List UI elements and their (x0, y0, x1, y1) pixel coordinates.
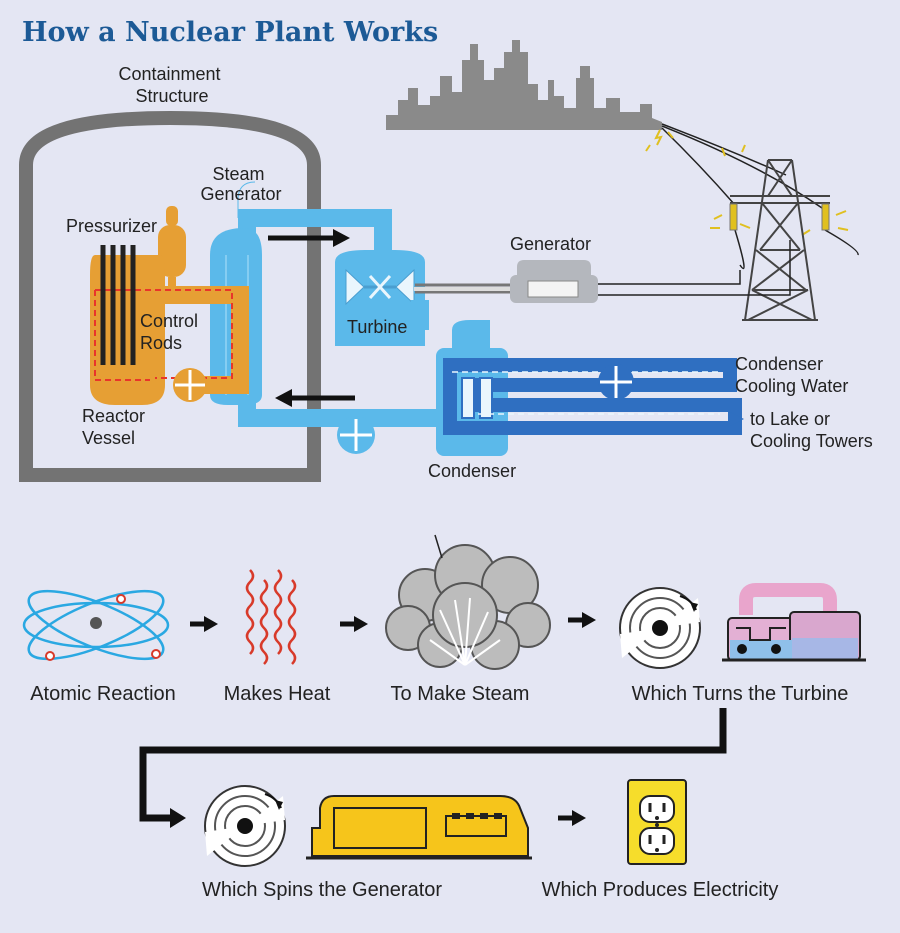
yellow-generator-icon (306, 795, 532, 860)
label-condenser-cooling-water: Condenser Cooling Water (735, 354, 848, 396)
step-label-turns-turbine: Which Turns the Turbine (632, 683, 849, 705)
spark-icons (645, 129, 849, 236)
atom-icon (22, 589, 170, 661)
control-rods-icon (100, 245, 136, 365)
steam-burst-lines (429, 597, 501, 666)
turbine (335, 250, 425, 346)
containment-structure (19, 110, 321, 482)
step-arrow-5-icon (558, 810, 586, 826)
turbine-machine-icon (722, 583, 866, 662)
electrical-generator (510, 260, 598, 303)
step-arrow-2-icon (340, 616, 368, 632)
heat-waves-icon (245, 569, 297, 665)
insulator-left (729, 203, 738, 231)
flow-arrow-left-icon (275, 389, 355, 407)
electrical-outlet-icon (627, 779, 687, 865)
condenser-pump-icon (337, 416, 375, 454)
steam-wisp (434, 534, 443, 559)
step-label-atomic-reaction: Atomic Reaction (30, 683, 176, 705)
label-containment-structure: Containment Structure (118, 64, 225, 106)
step-connector-line (139, 708, 727, 822)
cooling-pump-icon (598, 364, 634, 400)
turbine-wheel-icon (619, 587, 701, 669)
outflow-arrow-icon (728, 411, 744, 427)
label-turbine: Turbine (347, 317, 407, 337)
generator-turbine-wheel-icon (204, 785, 286, 867)
turbine-shaft (415, 283, 520, 294)
insulator-right (821, 203, 830, 231)
generator-output-wires (598, 240, 791, 296)
label-steam-generator: Steam Generator (200, 164, 281, 204)
atom-nucleus (90, 617, 102, 629)
label-reactor-vessel: Reactor Vessel (82, 406, 150, 448)
flow-arrow-right-icon (268, 229, 350, 247)
label-pressurizer: Pressurizer (66, 216, 157, 236)
step-arrow-3-icon (568, 612, 596, 628)
reactor-vessel (90, 206, 249, 405)
atom-electrons (45, 594, 161, 661)
step-arrow-4-icon (170, 808, 186, 828)
label-lake-cooling-towers: to Lake or Cooling Towers (750, 409, 873, 451)
step-arrow-1-icon (190, 616, 218, 632)
city-skyline-icon (386, 40, 662, 130)
steam-cloud-icon (385, 544, 551, 670)
page-title: How a Nuclear Plant Works (22, 17, 438, 48)
pressurizer-tank (158, 225, 186, 277)
label-generator: Generator (510, 234, 591, 254)
step-label-spins-generator: Which Spins the Generator (202, 879, 442, 901)
step-label-makes-heat: Makes Heat (224, 683, 331, 705)
reactor-pump-icon (173, 368, 207, 402)
step-label-produces-electricity: Which Produces Electricity (542, 879, 779, 901)
label-condenser: Condenser (428, 461, 516, 481)
label-control-rods: Control Rods (140, 311, 203, 353)
step-label-make-steam: To Make Steam (391, 683, 530, 705)
transmission-tower-icon (730, 159, 830, 321)
